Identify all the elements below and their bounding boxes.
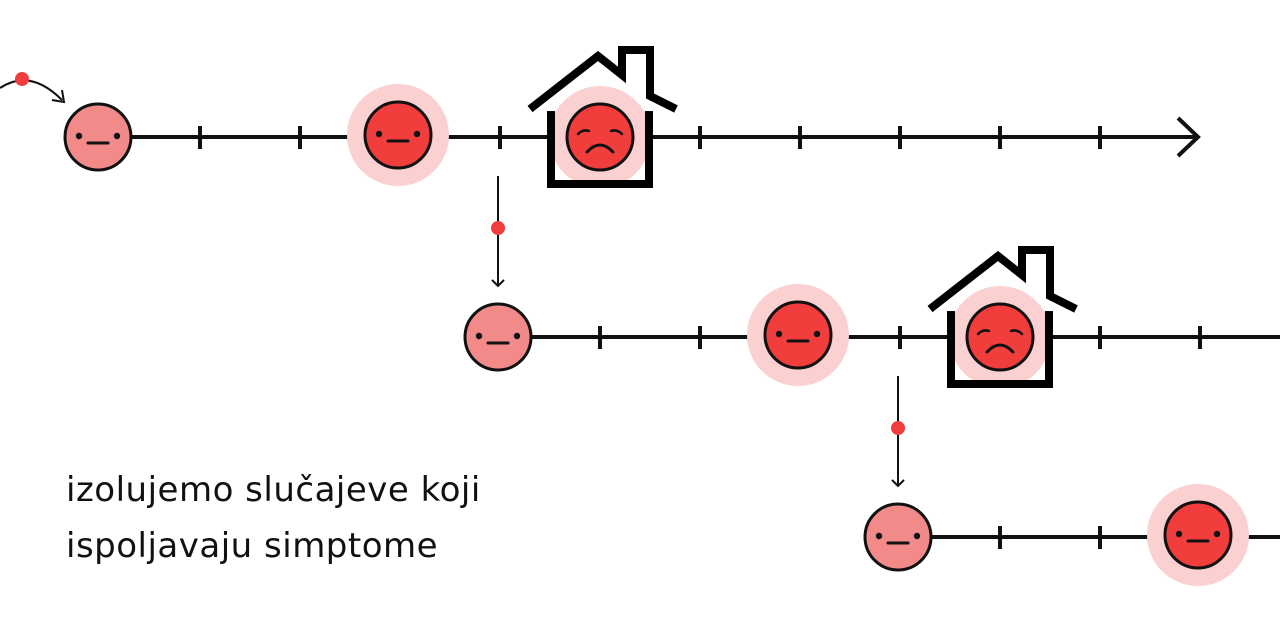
transmission-dot [15,72,29,86]
sad-face-icon [965,302,1035,372]
caption-line-2: ispoljavaju simptome [66,526,439,566]
sad-face-icon [565,102,635,172]
transmission-arrow-1 [491,176,505,288]
timeline-2 [498,326,1280,349]
timeline-2-ticks [598,326,1202,349]
timeline-3-ticks [998,526,1102,549]
transmission-dot [491,221,505,235]
neutral-face-icon [463,302,533,372]
sick-face-icon [347,84,449,186]
sick-face-icon [747,284,849,386]
transmission-arrow-2 [891,376,905,488]
neutral-face-icon [63,102,133,172]
transmission-dot [891,421,905,435]
diagram-caption: izolujemo slučajeve koji ispoljavaju sim… [66,462,481,574]
incoming-transmission-arrow [0,72,66,104]
caption-line-1: izolujemo slučajeve koji [66,470,481,510]
neutral-face-icon [863,502,933,572]
timeline-1-ticks [198,126,1102,149]
sick-face-icon [1147,484,1249,586]
